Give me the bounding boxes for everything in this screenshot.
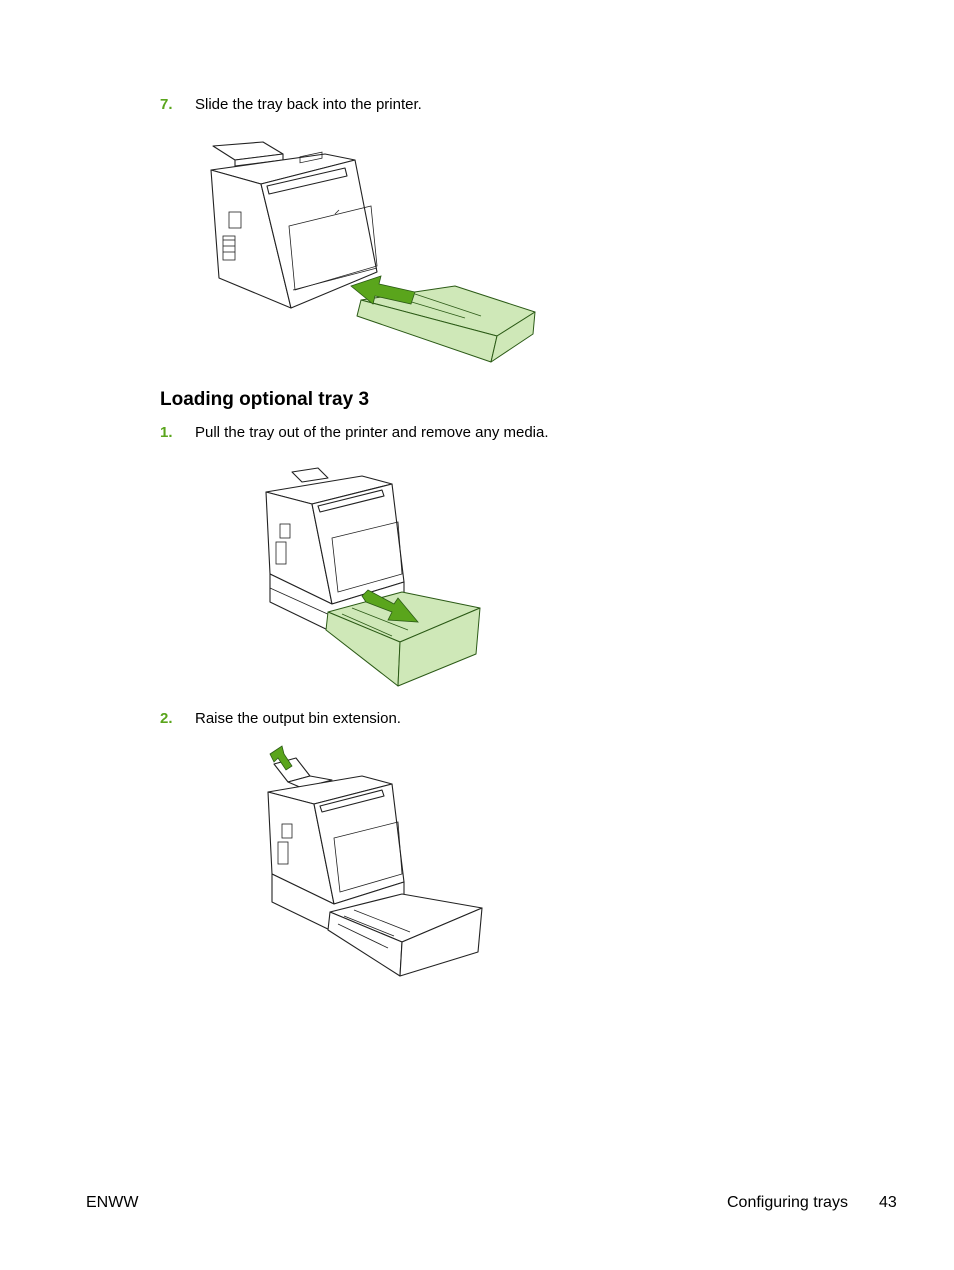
step-number: 2. bbox=[160, 710, 173, 727]
section-heading: Loading optional tray 3 bbox=[160, 389, 370, 410]
step-text: Pull the tray out of the printer and rem… bbox=[195, 424, 549, 441]
printer-illustration bbox=[265, 467, 481, 687]
step-text: Raise the output bin extension. bbox=[195, 710, 401, 727]
step-number: 7. bbox=[160, 96, 173, 113]
figure-tray-pull-out bbox=[262, 464, 487, 692]
figure-output-bin-extension bbox=[262, 744, 490, 978]
footer-section-title: Configuring trays bbox=[727, 1194, 848, 1211]
footer-page-number: 43 bbox=[879, 1194, 897, 1211]
printer-illustration bbox=[210, 141, 536, 363]
figure-tray-insert bbox=[205, 140, 540, 365]
step-number: 1. bbox=[160, 424, 173, 441]
step-text: Slide the tray back into the printer. bbox=[195, 96, 422, 113]
printer-illustration bbox=[267, 745, 483, 977]
footer-left-label: ENWW bbox=[86, 1194, 139, 1211]
